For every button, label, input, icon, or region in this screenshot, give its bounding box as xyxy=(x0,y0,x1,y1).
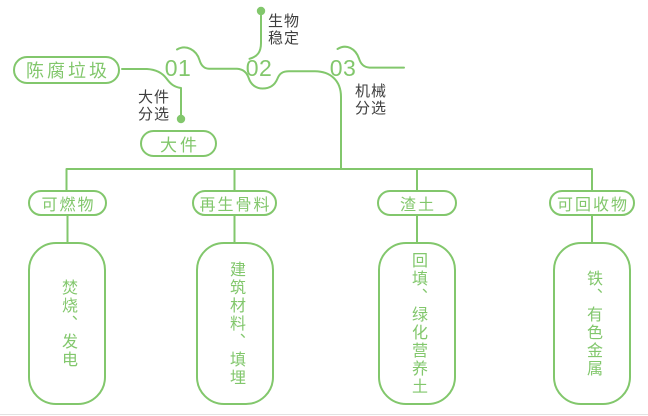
outcome-box-combustibles: 焚烧、发电 xyxy=(28,242,106,405)
category-node-combustibles: 可燃物 xyxy=(28,190,107,216)
source-node: 陈腐垃圾 xyxy=(13,56,120,84)
category-node-recycled-aggregate: 再生骨料 xyxy=(192,190,277,216)
outcome-box-slag-soil: 回填、绿化营养土 xyxy=(378,242,456,405)
outcome-box-recyclables: 铁、有色金属 xyxy=(553,242,631,405)
bio-branch-dot xyxy=(256,6,266,16)
step-number-1: 01 xyxy=(164,55,192,81)
outcome-text: 建筑材料、填埋 xyxy=(227,260,244,387)
bio-branch-line xyxy=(248,14,262,60)
distribution-bar xyxy=(65,168,593,192)
outcome-box-recycled-aggregate: 建筑材料、填埋 xyxy=(196,242,274,405)
bulky-items-node: 大件 xyxy=(140,130,217,157)
step-number-2: 02 xyxy=(245,55,273,81)
main-flow-line-segment-2 xyxy=(176,46,342,170)
outcome-text: 铁、有色金属 xyxy=(584,269,601,378)
page-bottom-edge xyxy=(0,414,648,415)
bulky-sorting-label: 大件 分选 xyxy=(138,89,171,123)
outcome-text: 焚烧、发电 xyxy=(59,278,76,369)
outcome-text: 回填、绿化营养土 xyxy=(409,251,426,396)
bio-stabilization-label: 生物 稳定 xyxy=(268,13,301,47)
mechanical-sorting-label: 机械 分选 xyxy=(355,83,388,117)
step-number-3: 03 xyxy=(329,55,357,81)
category-node-slag-soil: 渣土 xyxy=(377,190,457,216)
category-node-recyclables: 可回收物 xyxy=(549,190,635,216)
step3-exit-line xyxy=(336,45,405,69)
bulky-branch-dot xyxy=(176,114,186,124)
main-flow-line-segment-1 xyxy=(121,68,182,116)
